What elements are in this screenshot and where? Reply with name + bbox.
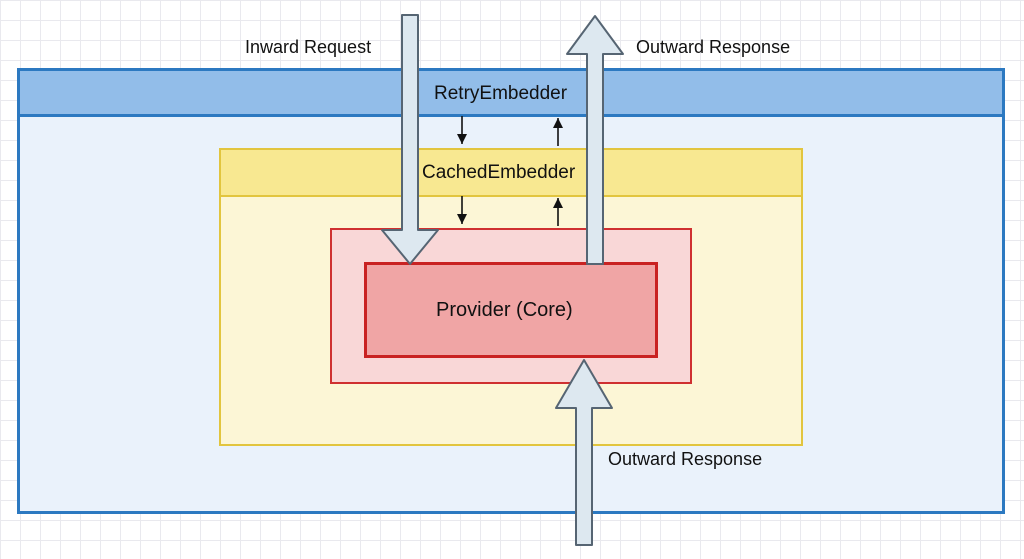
provider-core-label: Provider (Core)	[436, 299, 573, 321]
outward-response-label-top: Outward Response	[636, 37, 791, 57]
cached-embedder-header	[219, 148, 803, 197]
inward-request-label: Inward Request	[245, 37, 372, 57]
retry-embedder-header	[17, 68, 1005, 117]
retry-embedder-label: RetryEmbedder	[434, 83, 568, 104]
cached-embedder-label: CachedEmbedder	[422, 162, 576, 183]
provider-core-box	[364, 262, 658, 358]
outward-response-label-bottom: Outward Response	[608, 449, 763, 469]
